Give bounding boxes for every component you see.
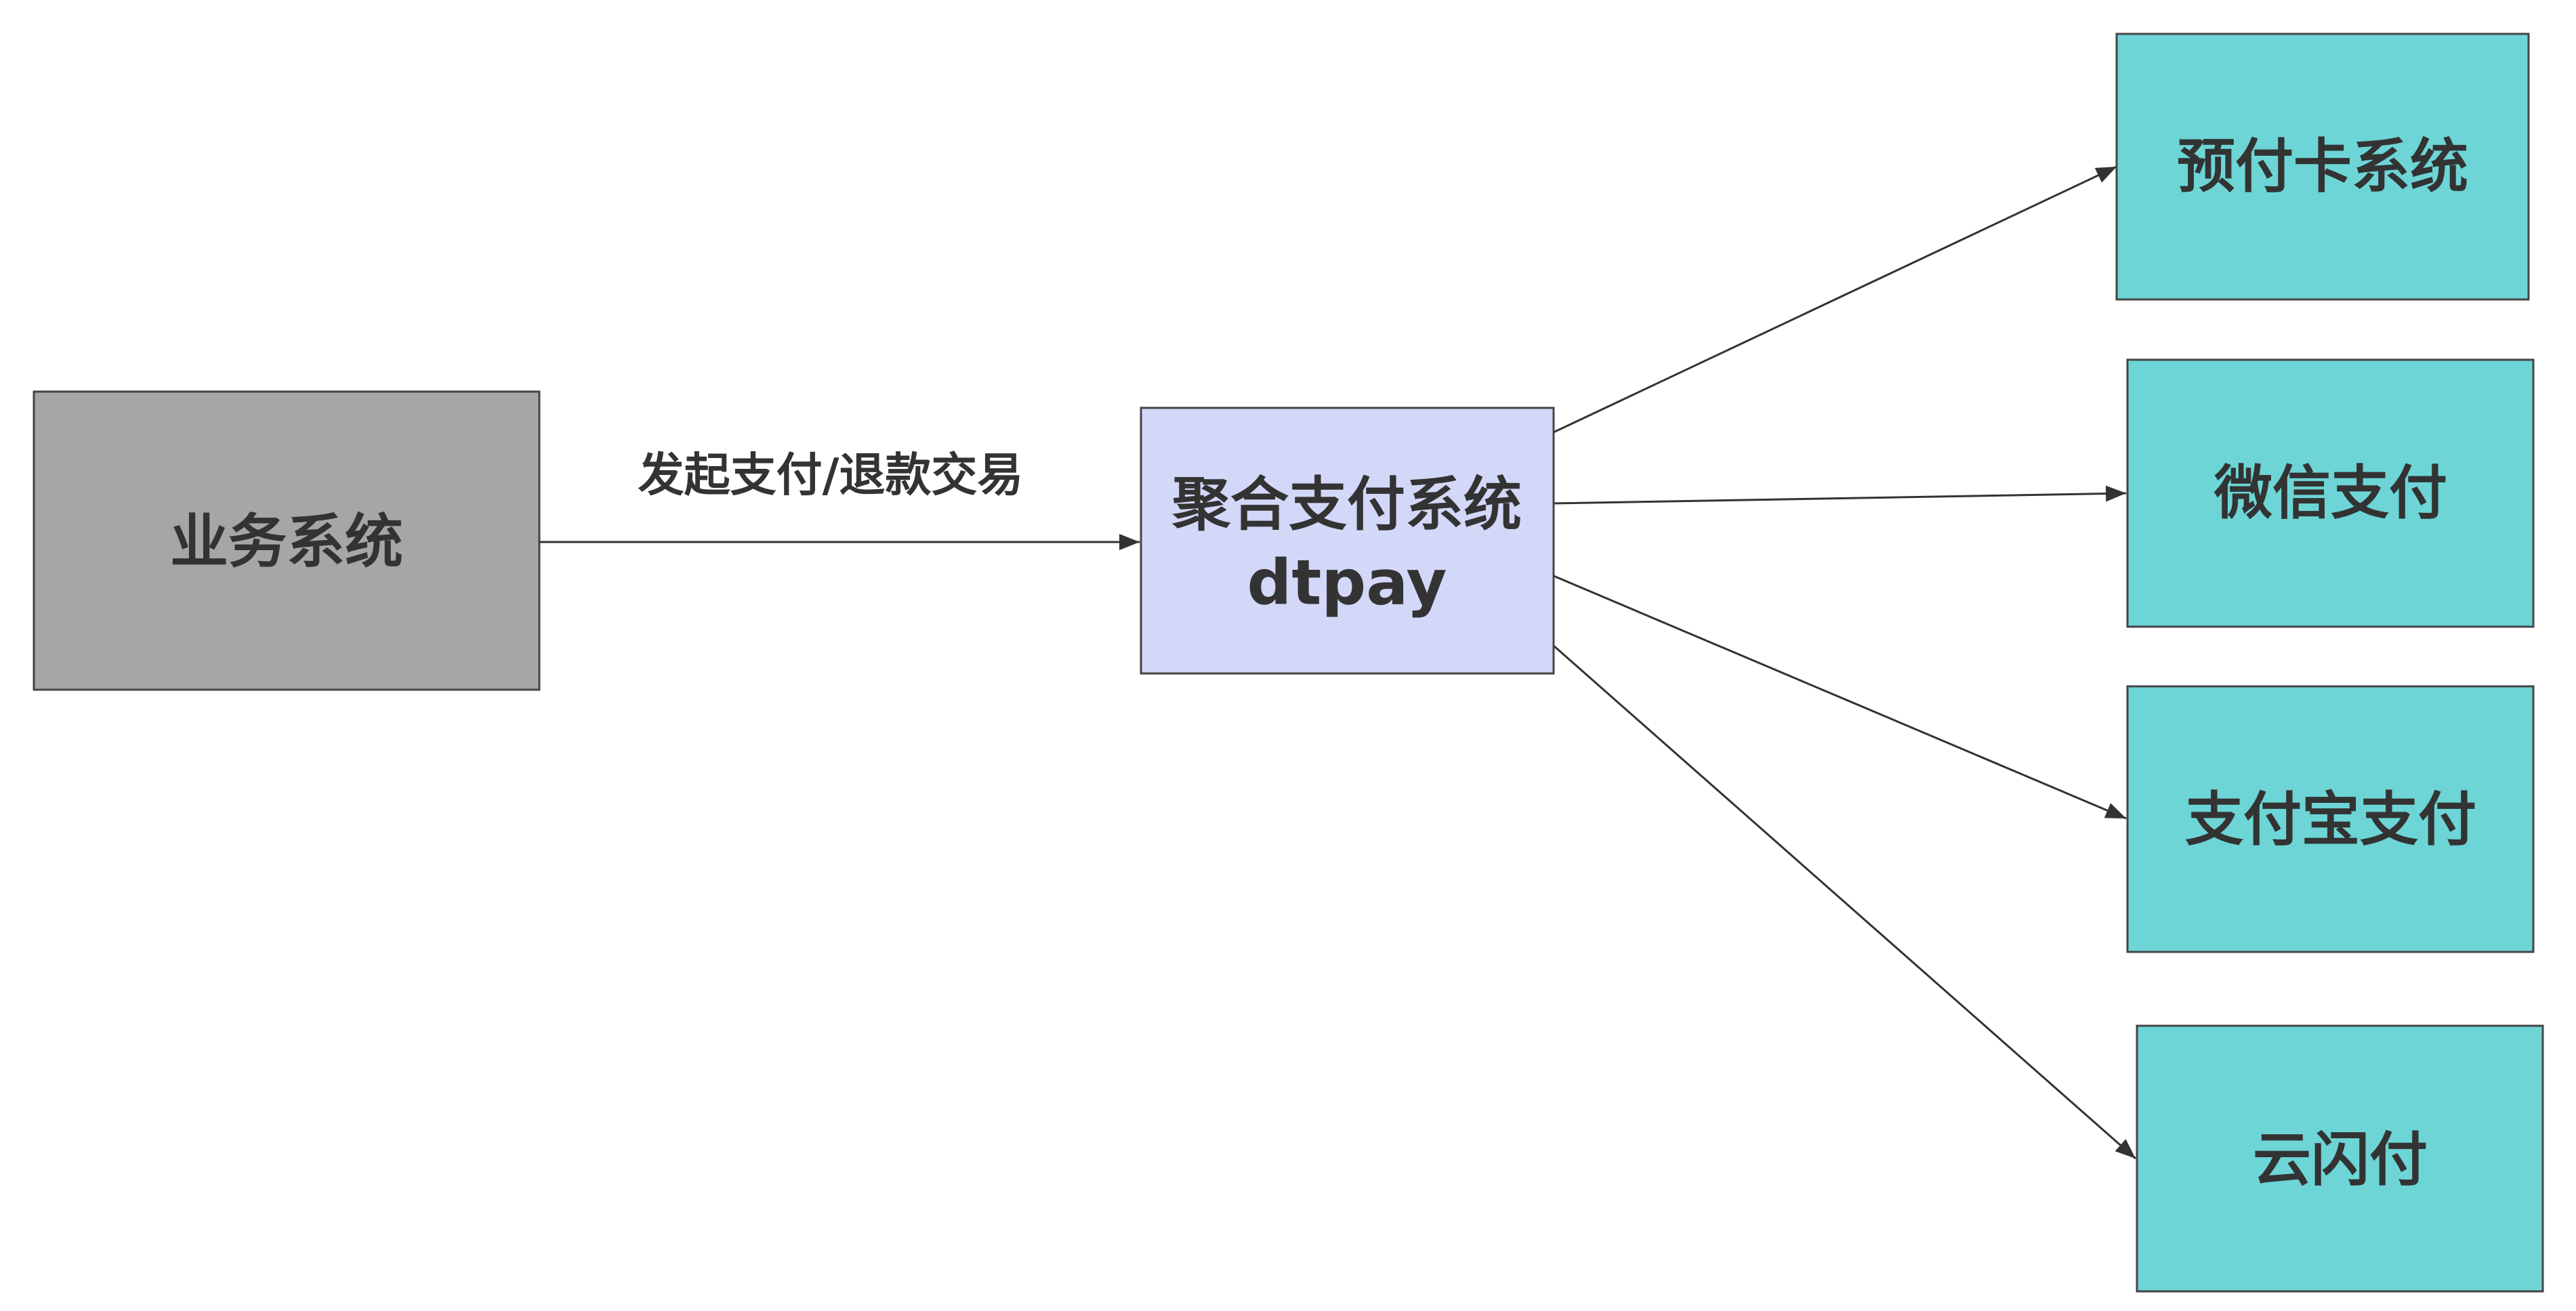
- node-wechat-pay: 微信支付: [2126, 358, 2535, 628]
- node-unionpay-quickpass-box: [2136, 1024, 2544, 1293]
- node-prepaid-card-system: 预付卡系统: [2115, 33, 2530, 301]
- node-business-system-label: 业务系统: [170, 508, 403, 576]
- node-prepaid-card-system-box: [2115, 33, 2530, 301]
- node-prepaid-card-system-label: 预付卡系统: [2177, 133, 2468, 201]
- node-aggregator-box: [1140, 407, 1555, 675]
- node-business-system-box: [33, 390, 541, 691]
- node-alipay: 支付宝支付: [2126, 685, 2535, 953]
- edge-label-initiate-payment-refund: 发起支付/退款交易: [638, 449, 1024, 503]
- edge-aggregator-to-unionpay: [1553, 644, 2136, 1160]
- node-aggregator-label-line2: dtpay: [1247, 547, 1447, 619]
- node-alipay-label: 支付宝支付: [2185, 786, 2476, 854]
- node-unionpay-quickpass: 云闪付: [2136, 1024, 2544, 1293]
- node-wechat-pay-label: 微信支付: [2214, 459, 2447, 527]
- edges: [539, 165, 2136, 1160]
- node-wechat-pay-box: [2126, 358, 2535, 628]
- edge-aggregator-to-prepaid: [1553, 165, 2117, 434]
- node-unionpay-quickpass-label: 云闪付: [2253, 1126, 2428, 1194]
- edge-aggregator-to-wechat: [1553, 485, 2127, 505]
- edge-aggregator-to-alipay: [1553, 575, 2127, 820]
- node-aggregator: 聚合支付系统 dtpay: [1140, 407, 1555, 675]
- node-alipay-box: [2126, 685, 2535, 953]
- node-aggregator-label-line1: 聚合支付系统: [1171, 471, 1522, 539]
- node-business-system: 业务系统: [33, 390, 541, 691]
